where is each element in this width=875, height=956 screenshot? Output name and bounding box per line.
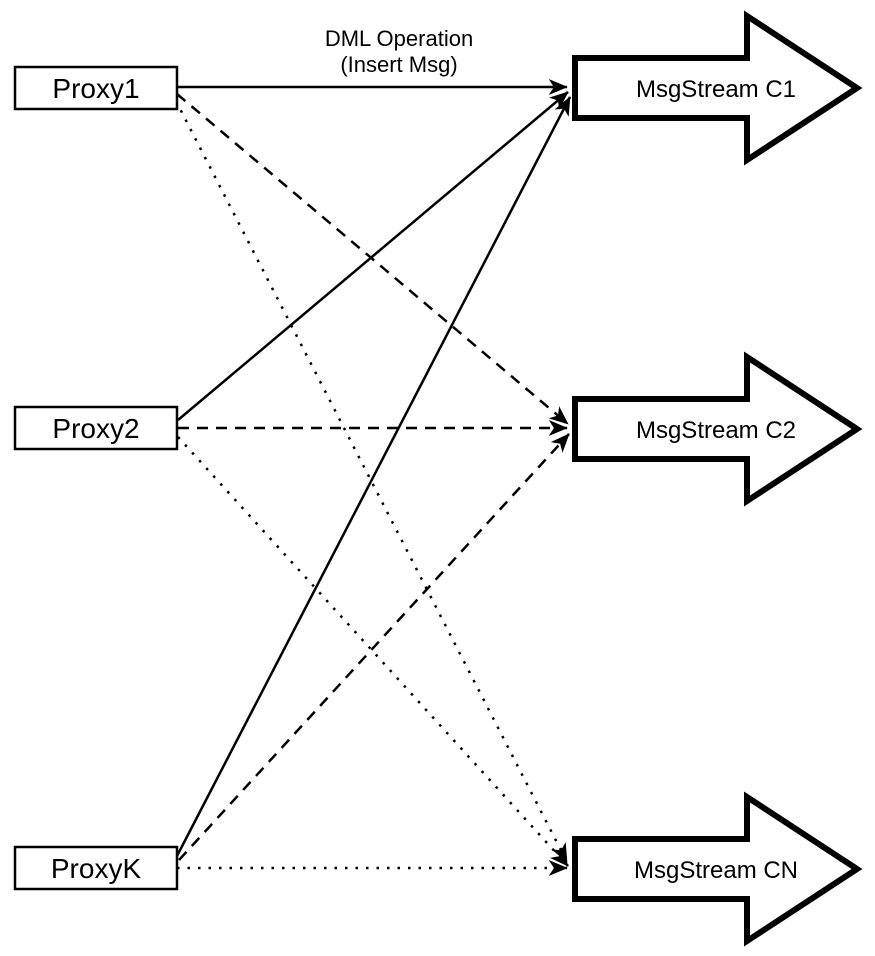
msgstream-c1-node: MsgStream C1 (572, 10, 863, 166)
msgstream-cn-arrow-shape (572, 791, 863, 947)
msgstream-cn-label: MsgStream CN (634, 857, 798, 884)
msgstream-c2-node: MsgStream C2 (572, 351, 863, 507)
msgstream-c1-label: MsgStream C1 (636, 76, 796, 103)
proxy2-box (13, 405, 179, 451)
proxy1-node: Proxy1 (13, 65, 179, 111)
edge-proxyk-to-msgstream-c2 (178, 433, 570, 861)
edge-proxyk-to-msgstream-c1 (175, 96, 572, 857)
proxy2-node: Proxy2 (13, 405, 179, 451)
msgstream-cn-node: MsgStream CN (572, 791, 863, 947)
msgstream-c2-arrow-shape (572, 351, 863, 507)
edge-proxy2-to-msgstream-cn (177, 436, 569, 867)
dml-operation-label: DML Operation (Insert Msg) (325, 26, 473, 77)
proxyk-box (13, 845, 179, 891)
proxyk-node: ProxyK (13, 845, 179, 891)
dml-operation-label-line1: DML Operation (325, 26, 473, 51)
dml-operation-label-line2: (Insert Msg) (340, 52, 457, 77)
edge-proxy1-to-msgstream-c2 (176, 93, 569, 425)
proxy2-label: Proxy2 (52, 413, 139, 444)
proxyk-label: ProxyK (51, 853, 142, 884)
msgstream-c1-arrow-shape (572, 10, 863, 166)
edge-proxy2-to-msgstream-c1 (177, 91, 569, 421)
proxy1-label: Proxy1 (52, 73, 139, 104)
proxy1-box (13, 65, 179, 111)
msgstream-c2-label: MsgStream C2 (636, 417, 796, 444)
